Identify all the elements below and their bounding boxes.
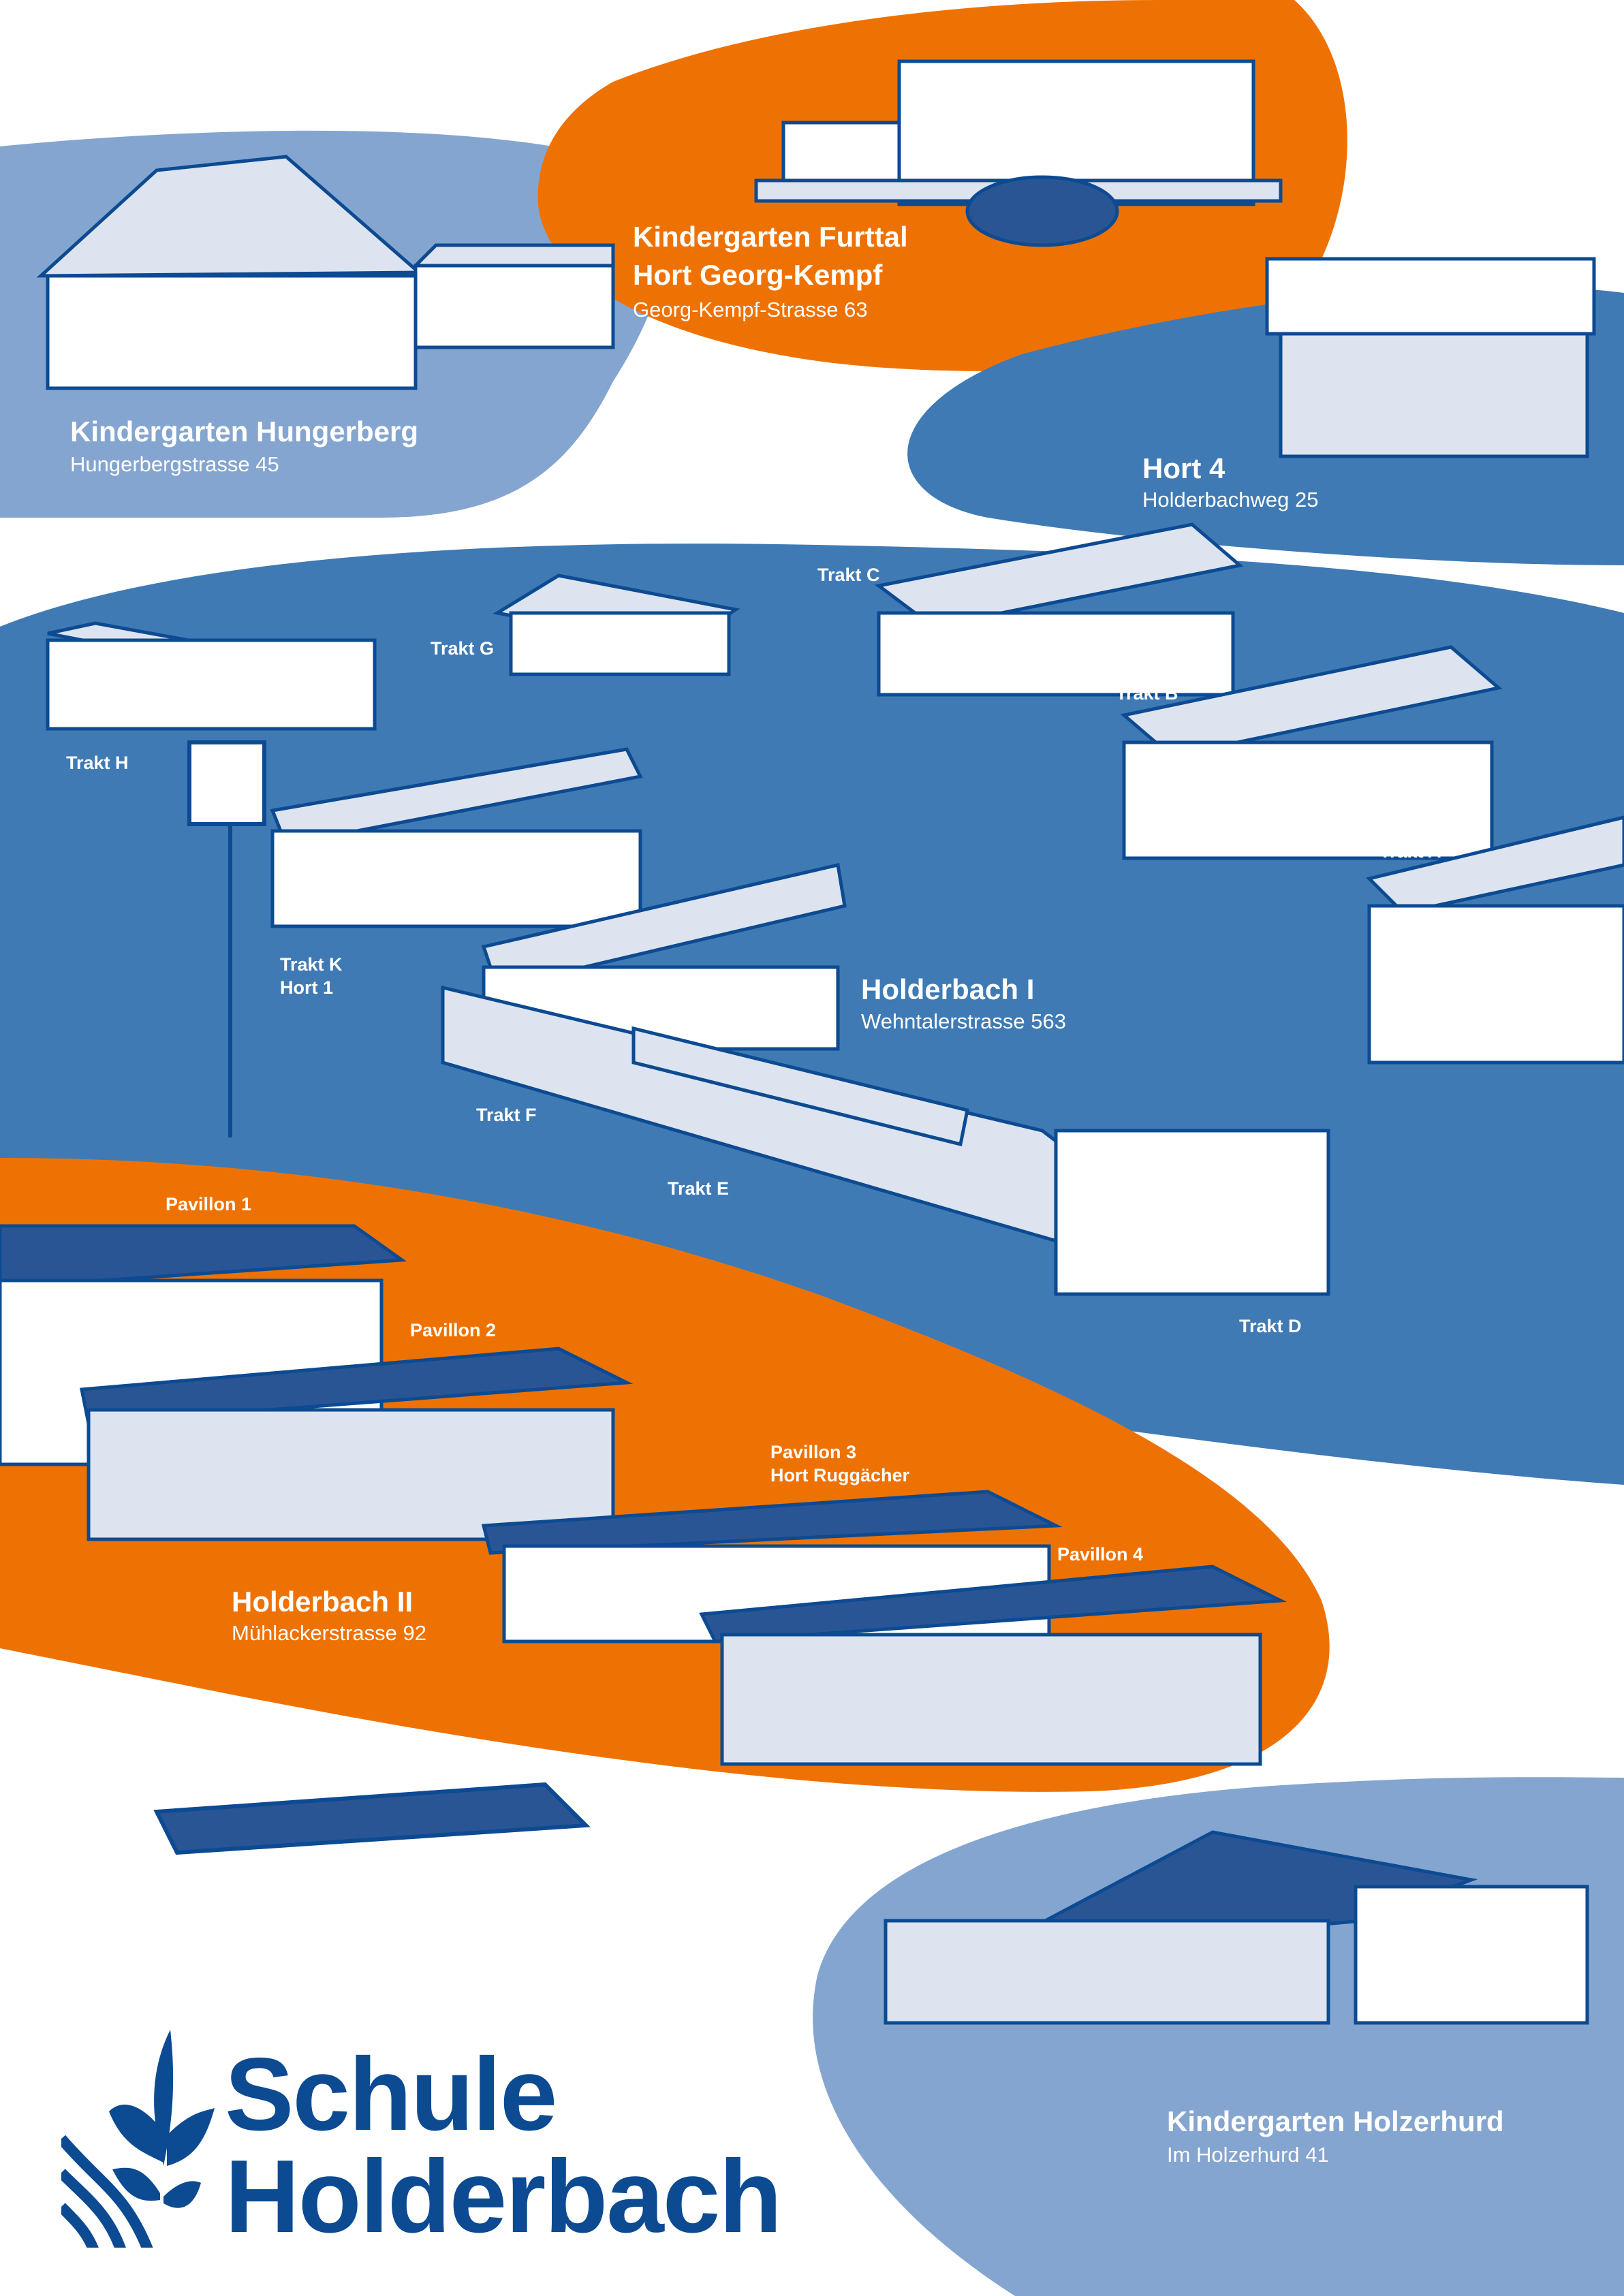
ping-pong-table <box>153 1782 591 1855</box>
label-trakt-f: Trakt F <box>476 1105 537 1125</box>
label-pavillon-3: Pavillon 3 <box>770 1442 857 1462</box>
holderbach1-name: Holderbach I <box>861 973 1035 1005</box>
buildings-holderbach1 <box>46 522 1624 1296</box>
label-trakt-b: Trakt B <box>1116 683 1178 704</box>
hungerberg-name: Kindergarten Hungerberg <box>70 415 419 447</box>
holzerhurd-address: Im Holzerhurd 41 <box>1167 2143 1329 2167</box>
building-hort4 <box>1265 257 1596 458</box>
holzerhurd-name: Kindergarten Holzerhurd <box>1167 2105 1504 2137</box>
leaf-wave-logo-icon <box>61 2030 215 2248</box>
holderbach2-address: Mühlackerstrasse 92 <box>232 1621 427 1645</box>
label-pavillon-2: Pavillon 2 <box>410 1320 497 1340</box>
furttal-name-line2: Hort Georg-Kempf <box>633 259 883 291</box>
furttal-address: Georg-Kempf-Strasse 63 <box>633 298 868 321</box>
label-trakt-h: Trakt H <box>66 753 129 773</box>
building-hungerberg <box>36 155 615 390</box>
basketball-hoop <box>187 740 266 1137</box>
logo-text-holderbach: Holderbach <box>225 2139 782 2254</box>
label-trakt-k: Trakt K <box>280 954 343 975</box>
logo-text-schule: Schule <box>225 2036 557 2152</box>
holderbach1-address: Wehntalerstrasse 563 <box>861 1009 1066 1033</box>
label-hort-ruggaecher: Hort Ruggächer <box>770 1465 910 1485</box>
hort4-address: Holderbachweg 25 <box>1142 488 1319 512</box>
holderbach2-name: Holderbach II <box>232 1586 413 1618</box>
building-furttal <box>754 59 1283 247</box>
label-hort-1: Hort 1 <box>280 977 334 998</box>
building-holzerhurd <box>884 1830 1589 2025</box>
label-trakt-e: Trakt E <box>668 1178 730 1199</box>
label-trakt-g: Trakt G <box>431 638 495 659</box>
label-pavillon-1: Pavillon 1 <box>166 1194 252 1214</box>
label-trakt-a: Trakt A <box>1379 841 1441 862</box>
hort4-name: Hort 4 <box>1142 452 1225 484</box>
label-trakt-c: Trakt C <box>817 565 880 585</box>
furttal-name-line1: Kindergarten Furttal <box>633 221 908 253</box>
label-pavillon-4: Pavillon 4 <box>1057 1544 1144 1564</box>
hungerberg-address: Hungerbergstrasse 45 <box>70 452 279 476</box>
label-trakt-d: Trakt D <box>1239 1316 1302 1336</box>
buildings-holderbach2 <box>0 1224 1287 1766</box>
